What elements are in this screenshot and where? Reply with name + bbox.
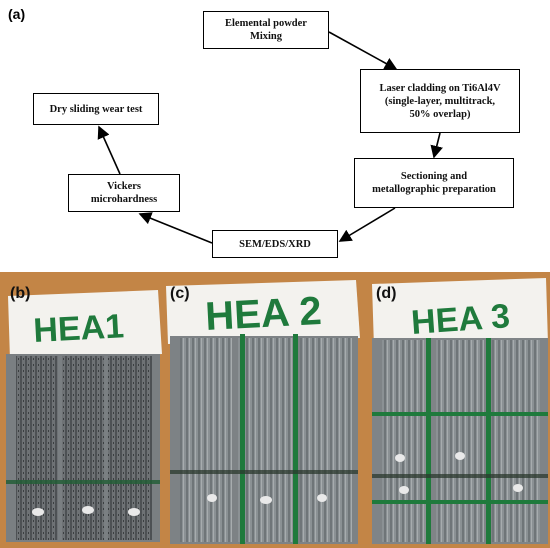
paper-tag-c — [166, 280, 360, 344]
flow-arrows — [97, 31, 443, 244]
arrow-cladding-to-sectioning — [430, 132, 443, 159]
sample-photographs: HEA1 HEA 2 HEA 3 (b) (c) (d) — [0, 272, 550, 548]
marker-hline-d-1 — [372, 412, 548, 416]
indent-d-3 — [399, 486, 409, 494]
panel-b-label: (b) — [10, 285, 30, 302]
track-c-2 — [238, 338, 294, 542]
step-sem-eds-xrd: SEM/EDS/XRD — [212, 230, 338, 258]
arrow-vickers-to-wear — [97, 125, 121, 175]
step-powder-mixing: Elemental powder Mixing — [203, 11, 329, 49]
marker-hline-d-2 — [372, 474, 548, 478]
indent-b-1 — [32, 508, 44, 516]
step-sectioning: Sectioning and metallographic preparatio… — [354, 158, 514, 208]
sample-d — [372, 278, 548, 544]
panel-d-label: (d) — [376, 285, 396, 302]
marker-vline-c-2 — [293, 334, 298, 544]
indent-c-1 — [207, 494, 217, 502]
indent-d-2 — [455, 452, 465, 460]
marker-line-b — [6, 480, 160, 484]
panel-c-label: (c) — [170, 285, 190, 302]
step-vickers-microhardness: Vickers microhardness — [68, 174, 180, 212]
track-c-3 — [300, 338, 352, 542]
indent-c-2 — [260, 496, 272, 504]
arrow-sectioning-to-sem — [338, 207, 396, 242]
marker-vline-d-2 — [486, 338, 491, 544]
track-d-3 — [492, 340, 540, 542]
marker-hline-c — [170, 470, 358, 474]
sample-tag-d: HEA 3 — [410, 297, 511, 342]
paper-tag-d — [372, 278, 548, 348]
indent-b-3 — [128, 508, 140, 516]
marker-hline-d-3 — [372, 500, 548, 504]
marker-vline-d-1 — [426, 338, 431, 544]
sample-c — [166, 280, 360, 544]
panel-a-label: (a) — [8, 6, 26, 22]
sample-b — [6, 290, 162, 542]
step-laser-cladding: Laser cladding on Ti6Al4V (single-layer,… — [360, 69, 520, 133]
indent-d-1 — [395, 454, 405, 462]
sample-tag-b: HEA1 — [32, 307, 125, 350]
indent-b-2 — [82, 506, 94, 514]
track-d-1 — [382, 340, 428, 542]
track-d-2 — [436, 340, 484, 542]
indent-c-3 — [317, 494, 327, 502]
track-c-1 — [180, 338, 232, 542]
paper-tag-b — [8, 290, 162, 360]
step-dry-sliding-wear: Dry sliding wear test — [33, 93, 159, 125]
sample-tag-c: HEA 2 — [204, 289, 322, 339]
track-b-2 — [62, 356, 104, 540]
arrow-mixing-to-cladding — [328, 31, 398, 70]
marker-vline-c-1 — [240, 334, 245, 544]
arrow-sem-to-vickers — [138, 212, 213, 244]
indent-d-4 — [513, 484, 523, 492]
